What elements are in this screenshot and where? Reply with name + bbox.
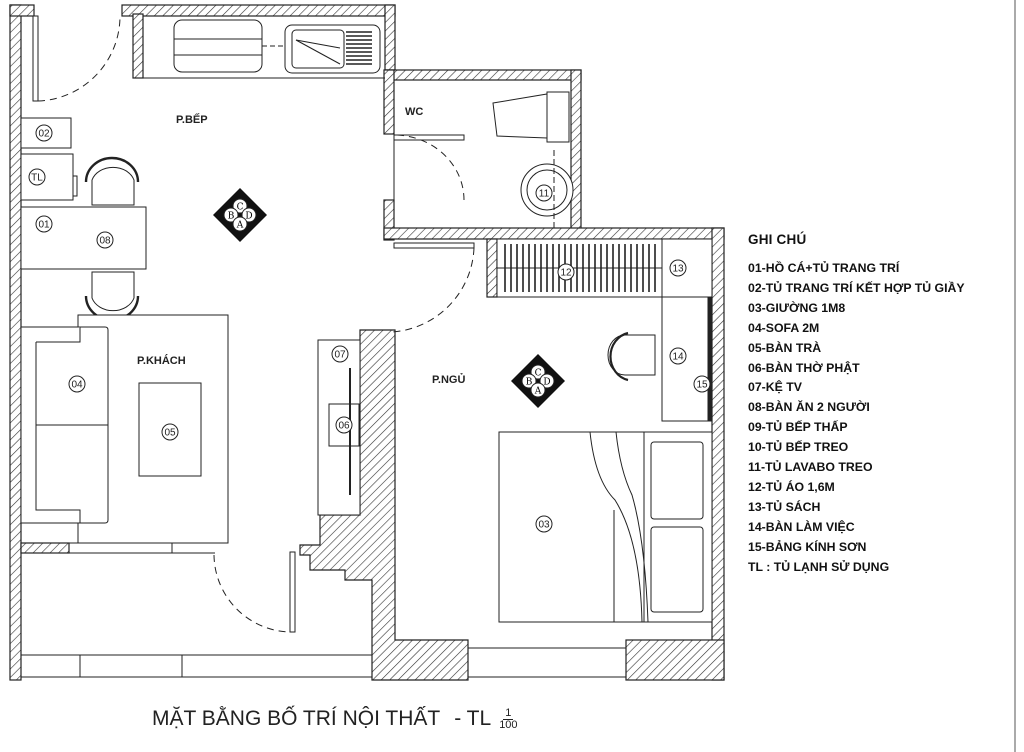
kitchen-counter (143, 19, 385, 79)
bedroom-furniture (496, 238, 713, 623)
legend-item: 12-TỦ ÁO 1,6M (748, 479, 835, 494)
legend-item: 07-KỆ TV (748, 380, 802, 395)
legend-item: 04-SOFA 2M (748, 320, 820, 335)
scale-numerator: 1 (503, 706, 514, 720)
walls (9, 4, 725, 681)
wc-fixtures (492, 91, 574, 228)
compass-d: D (543, 378, 550, 388)
tag-05: 05 (164, 428, 176, 439)
compass-b: B (228, 212, 235, 222)
item-tags (28, 124, 711, 533)
plan-caption: MẶT BẰNG BỐ TRÍ NỘI THẤT - TL 1 100 (152, 707, 518, 731)
living-furniture (20, 314, 229, 544)
legend-item: 03-GIƯỜNG 1M8 (748, 300, 846, 315)
tag-06: 06 (338, 421, 350, 432)
page-edge-divider (1014, 0, 1016, 752)
compass-a: A (236, 221, 244, 231)
tag-08: 08 (99, 236, 111, 247)
legend: GHI CHÚ 01-HỒ CÁ+TỦ TRANG TRÍ 02-TỦ TRAN… (748, 232, 965, 578)
legend-item: 02-TỦ TRANG TRÍ KẾT HỢP TỦ GIẦY (748, 280, 965, 295)
tag-11: 11 (539, 189, 550, 200)
room-label-bedroom: P.NGỦ (432, 373, 465, 386)
legend-title: GHI CHÚ (748, 232, 807, 247)
legend-item: 10-TỦ BẾP TREO (748, 440, 849, 455)
plan-title: MẶT BẰNG BỐ TRÍ NỘI THẤT (152, 707, 441, 730)
tag-14: 14 (672, 352, 684, 363)
tag-07: 07 (334, 350, 346, 361)
tag-12: 12 (560, 268, 572, 279)
legend-item: 08-BÀN ĂN 2 NGƯỜI (748, 400, 870, 415)
scale-denominator: 100 (499, 718, 518, 731)
legend-item: 09-TỦ BẾP THẤP (748, 420, 848, 435)
compass-b: B (526, 378, 533, 388)
compass-c: C (237, 203, 244, 213)
scale-fraction: 1 100 (499, 706, 518, 731)
legend-item: 06-BÀN THỜ PHẬT (748, 360, 860, 375)
room-label-living: P.KHÁCH (137, 354, 186, 367)
compass-kitchen: C B D A (213, 188, 267, 242)
doors (32, 15, 475, 633)
legend-item: 11-TỦ LAVABO TREO (748, 460, 873, 475)
legend-item: 15-BẢNG KÍNH SƠN (748, 539, 867, 554)
legend-item: 14-BÀN LÀM VIỆC (748, 519, 855, 534)
tag-tl: TL (31, 173, 43, 184)
compass-c: C (535, 369, 542, 379)
tag-02: 02 (38, 129, 50, 140)
compass-bedroom: C B D A (511, 354, 565, 408)
legend-item: 13-TỦ SÁCH (748, 499, 821, 514)
tag-15: 15 (696, 380, 708, 391)
compass-d: D (245, 212, 252, 222)
tag-03: 03 (538, 520, 550, 531)
compass-a: A (534, 387, 542, 397)
legend-item: 01-HỒ CÁ+TỦ TRANG TRÍ (748, 261, 900, 275)
room-label-kitchen: P.BẾP (176, 113, 208, 126)
tag-04: 04 (71, 380, 83, 391)
legend-item: TL : TỦ LẠNH SỬ DỤNG (748, 559, 890, 574)
scale-prefix: - TL (454, 707, 492, 730)
tag-01: 01 (38, 220, 50, 231)
tag-13: 13 (672, 264, 684, 275)
room-label-wc: WC (405, 106, 423, 118)
legend-item: 05-BÀN TRÀ (748, 340, 822, 355)
